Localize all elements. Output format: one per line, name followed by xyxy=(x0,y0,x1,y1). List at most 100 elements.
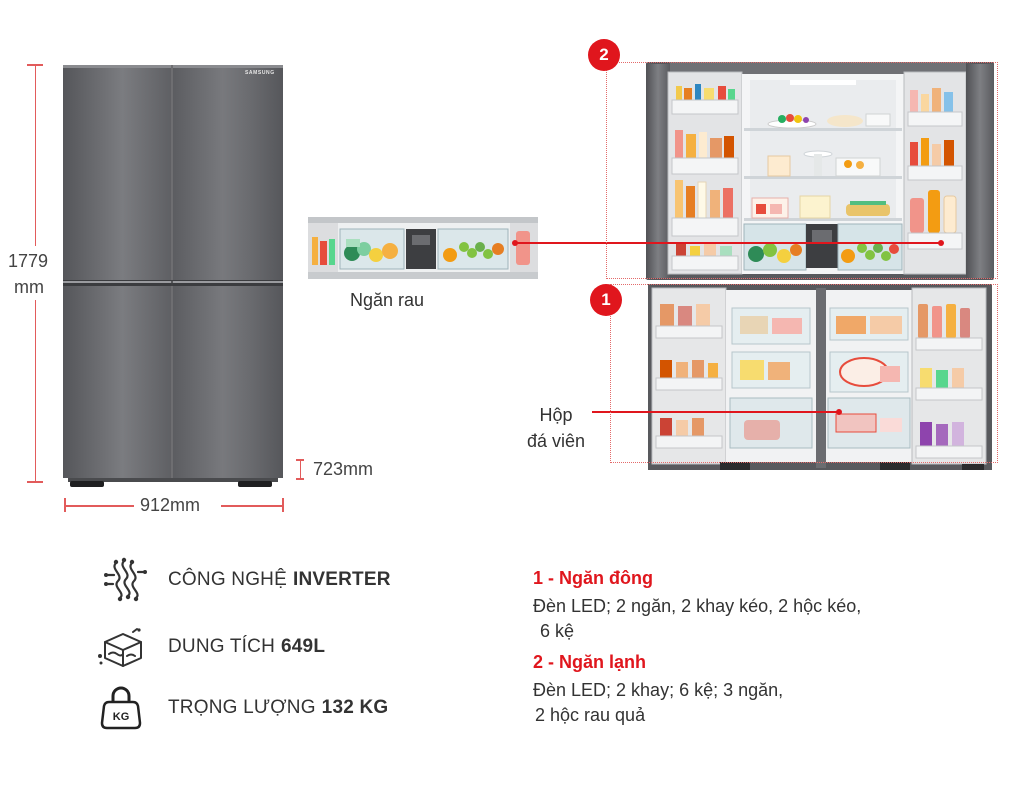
ice-box-label: Hộp đá viên xyxy=(515,402,597,454)
fridge-main-cabinet-part xyxy=(790,244,802,256)
vegetable-drawer-inset-image xyxy=(308,217,538,279)
fridge-left-door-shelves xyxy=(667,71,743,275)
fridge-main-cabinet-part xyxy=(827,115,863,127)
inset-right-crisper-drawer-part xyxy=(475,242,485,252)
inverter-chip-icon-part-part xyxy=(125,594,131,600)
fridge-right-door-shelves-part xyxy=(921,138,929,166)
inverter-chip-icon-part-part xyxy=(104,573,108,577)
freezer-right-door-shelves-part xyxy=(936,370,948,388)
fridge-description-line1: Đèn LED; 2 khay; 6 kệ; 3 ngăn, xyxy=(533,680,784,700)
freezer-right-door-shelves xyxy=(911,287,987,465)
fridge-main-cabinet-part xyxy=(881,251,891,261)
freezer-left-compartment xyxy=(726,290,816,462)
freezer-left-door-shelves-part xyxy=(655,377,723,391)
inverter-chip-icon-part-part xyxy=(121,557,127,563)
fridge-main-cabinet-part xyxy=(856,161,864,169)
fridge-right-door-shelves-part xyxy=(907,232,963,250)
freezer-center-divider xyxy=(816,288,826,468)
fridge-left-door-shelves-part xyxy=(699,132,707,158)
inverter-chip-icon-part-part xyxy=(133,596,139,602)
capacity-box-icon xyxy=(98,628,142,667)
fridge-upper-right-door-part xyxy=(173,65,283,68)
inset-right-crisper-drawer-part xyxy=(467,248,477,258)
inset-left-crisper-drawer-part xyxy=(346,239,360,247)
capacity-box-icon-part-part xyxy=(99,661,103,665)
width-dimension-label: 912mm xyxy=(140,495,201,515)
freezer-left-compartment-part xyxy=(740,316,768,334)
freezer-compartment-open xyxy=(648,284,992,470)
vegetable-drawer-callout-dot-start xyxy=(512,239,518,246)
fridge-right-door-shelves-part xyxy=(907,165,963,181)
fridge-main-cabinet-part xyxy=(748,246,764,262)
fridge-left-door-shelves-part xyxy=(675,180,683,218)
inset-right-crisper-drawer-part xyxy=(492,243,504,255)
freezer-right-door-shelves-part xyxy=(936,424,948,446)
fridge-main-cabinet-part xyxy=(756,204,766,214)
inset-right-crisper-drawer-part xyxy=(443,248,457,262)
freezer-left-door-shelves xyxy=(651,287,727,465)
door-handle-gap xyxy=(63,280,283,286)
closed-fridge-front xyxy=(63,65,283,487)
fridge-main-cabinet-part xyxy=(767,155,791,177)
width-dimension-line-left xyxy=(64,505,134,507)
fridge-lower-right-door-part xyxy=(173,286,283,478)
inset-right-crisper-drawer-part xyxy=(459,242,469,252)
freezer-left-door-shelves-part xyxy=(676,362,688,378)
freezer-right-compartment-part xyxy=(880,366,900,382)
ice-box-label-line1: Hộp xyxy=(539,405,573,425)
fridge-left-door-shelves-part xyxy=(675,130,683,158)
fridge-upper-left-door-part xyxy=(63,65,171,280)
fridge-compartment-outline xyxy=(606,62,998,279)
fridge-main-cabinet-part xyxy=(790,80,856,85)
freezer-right-compartment-part xyxy=(835,413,877,433)
fridge-main-cabinet-part xyxy=(865,250,875,260)
vegetable-drawer-callout-dot-end xyxy=(938,239,944,246)
fridge-main-cabinet-part xyxy=(803,117,809,123)
spec-value-weight: 132 KG xyxy=(321,697,389,718)
freezer-left-door-shelves-part xyxy=(696,304,710,326)
fridge-left-door-shelves-part xyxy=(723,188,733,218)
inset-left-door-shelf xyxy=(308,223,338,273)
ice-box-label-line2: đá viên xyxy=(526,431,586,451)
fridge-left-door-shelves-part xyxy=(704,244,716,256)
capacity-box-icon-part-part xyxy=(108,651,124,657)
freezer-right-door-shelves-part xyxy=(952,368,964,388)
spec-value-technology: INVERTER xyxy=(292,569,391,590)
capacity-box-icon-part-part xyxy=(132,628,138,633)
fridge-feet-part xyxy=(68,478,278,482)
freezer-left-compartment-part xyxy=(772,318,802,334)
fridge-compartment-badge: 2 xyxy=(588,39,620,71)
fridge-left-door-shelves-part xyxy=(720,246,732,256)
fridge-left-door-shelves-part xyxy=(695,84,701,100)
fridge-right-door-shelves-part xyxy=(928,190,940,233)
freezer-right-door-shelves-part xyxy=(918,304,928,338)
width-dimension-line-right xyxy=(221,505,283,507)
freezer-right-compartment-part xyxy=(880,418,902,432)
inverter-chip-icon xyxy=(104,557,147,602)
fridge-main-cabinet-part xyxy=(744,128,902,131)
fridge-main-cabinet-part xyxy=(844,160,852,168)
fridge-left-door-shelves-part xyxy=(710,190,720,218)
freezer-compartment-badge: 1 xyxy=(590,284,622,316)
spec-value-capacity: 649L xyxy=(281,636,326,657)
weight-kettlebell-icon-part xyxy=(100,700,142,730)
freezer-left-door-shelves-part xyxy=(676,420,688,436)
inset-left-crisper-drawer-part xyxy=(369,248,383,262)
fridge-feet-part xyxy=(70,481,104,487)
freezer-description-line2: 6 kệ xyxy=(540,621,575,641)
fridge-main-cabinet-part xyxy=(889,244,899,254)
fridge-compartment-open-part xyxy=(670,62,966,74)
inset-right-crisper-drawer xyxy=(437,228,509,270)
fridge-right-door-shelves-part xyxy=(921,94,929,112)
weight-kettlebell-icon-part xyxy=(111,686,131,702)
open-fridge-feet xyxy=(720,462,984,470)
freezer-right-compartment xyxy=(826,290,912,462)
fridge-left-door-shelves-part xyxy=(724,136,734,158)
inset-left-crisper-drawer-part xyxy=(344,245,360,261)
fridge-description-title: 2 - Ngăn lạnh xyxy=(533,652,647,672)
height-dimension-line-top xyxy=(34,64,36,246)
open-fridge-feet-part xyxy=(720,462,750,470)
fridge-main-cabinet-part xyxy=(846,204,890,216)
